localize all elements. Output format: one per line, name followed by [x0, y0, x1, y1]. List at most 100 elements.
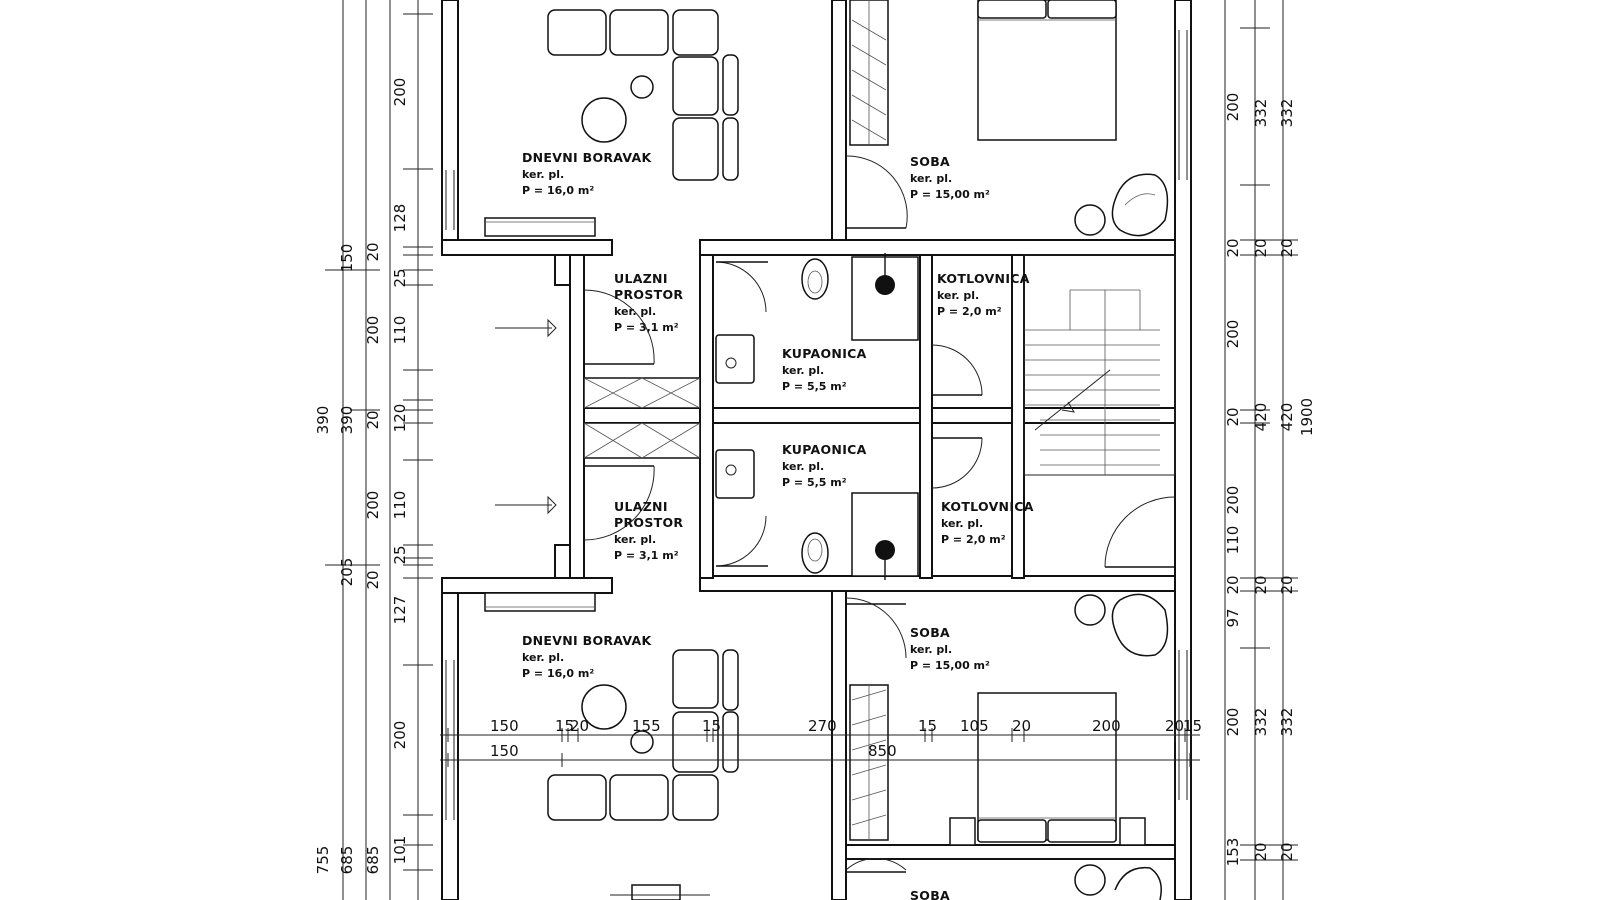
dim-label: 332 — [1252, 708, 1270, 737]
dim-label: 150 — [490, 717, 519, 735]
dim-label: 332 — [1278, 708, 1296, 737]
room-name: KOTLOVNICA — [941, 499, 1034, 514]
dim-label: 200 — [391, 78, 409, 107]
dim-label: 25 — [391, 268, 409, 287]
room-name: KOTLOVNICA — [937, 271, 1030, 286]
room-floor: ker. pl. — [782, 460, 824, 473]
dim-label: 420 — [1252, 403, 1270, 432]
room-label-soba-cut: SOBA — [910, 888, 950, 900]
wardrobe-bottom — [849, 684, 889, 841]
bed-bottom — [949, 692, 1146, 846]
dim-label: 155 — [632, 717, 661, 735]
dim-label: 420 — [1278, 403, 1296, 432]
dim-label: 332 — [1252, 99, 1270, 128]
room-name-2: PROSTOR — [614, 515, 683, 530]
room-floor: ker. pl. — [910, 172, 952, 185]
dim-label: 150 — [490, 742, 519, 760]
room-label-ulaz-top: ULAZNI PROSTOR ker. pl. P = 3,1 m² — [614, 271, 683, 334]
room-label-living-bottom: DNEVNI BORAVAK ker. pl. P = 16,0 m² — [522, 633, 652, 680]
room-label-soba-bottom: SOBA ker. pl. P = 15,00 m² — [910, 625, 990, 672]
dim-label: 101 — [391, 836, 409, 865]
room-name: KUPAONICA — [782, 442, 867, 457]
dim-label: 110 — [391, 491, 409, 520]
dimension-labels: 390 755 390 685 200 200 20 685 200 128 1… — [314, 78, 1316, 875]
dim-label: 20 — [1252, 575, 1270, 594]
dimension-lines — [325, 0, 1298, 900]
room-name-2: PROSTOR — [614, 287, 683, 302]
dim-label: 200 — [364, 491, 382, 520]
room-name: KUPAONICA — [782, 346, 867, 361]
dim-label: 20 — [1278, 238, 1296, 257]
dim-label: 20 — [364, 570, 382, 589]
dim-label: 200 — [364, 316, 382, 345]
dim-label: 120 — [391, 404, 409, 433]
dim-label: 110 — [391, 316, 409, 345]
wardrobe-top — [849, 0, 889, 146]
entrance-arrows — [495, 318, 557, 515]
dim-label: 97 — [1224, 608, 1242, 627]
bed-top — [977, 0, 1117, 141]
dim-label: 200 — [1224, 708, 1242, 737]
room-area: P = 15,00 m² — [910, 659, 990, 672]
dim-label: 25 — [391, 545, 409, 564]
dim-label: 200 — [1224, 486, 1242, 515]
dim-label: 20 — [1252, 842, 1270, 861]
dim-label: 1900 — [1298, 398, 1316, 436]
dim-label: 390 — [338, 406, 356, 435]
dim-label: 20 — [364, 242, 382, 261]
dim-label: 110 — [1224, 526, 1242, 555]
room-area: P = 15,00 m² — [910, 188, 990, 201]
armchair-top — [1074, 173, 1169, 237]
dim-label: 20 — [1224, 407, 1242, 426]
dim-label: 20 — [1278, 842, 1296, 861]
dim-label: 15 — [702, 717, 721, 735]
dim-label: 20 — [1224, 238, 1242, 257]
dim-label: 105 — [960, 717, 989, 735]
room-floor: ker. pl. — [910, 643, 952, 656]
room-area: P = 2,0 m² — [937, 305, 1002, 318]
dim-label: 150 — [338, 244, 356, 273]
dim-label: 200 — [391, 721, 409, 750]
room-area: P = 16,0 m² — [522, 184, 594, 197]
dim-label: 153 — [1224, 838, 1242, 867]
dim-label: 755 — [314, 846, 332, 875]
room-label-kotlovnica-top: KOTLOVNICA ker. pl. P = 2,0 m² — [937, 271, 1030, 318]
dim-label: 20 — [1278, 575, 1296, 594]
room-name: ULAZNI — [614, 499, 668, 514]
room-area: P = 2,0 m² — [941, 533, 1006, 546]
dim-label: 20 — [1224, 575, 1242, 594]
room-label-kupaonica-top: KUPAONICA ker. pl. P = 5,5 m² — [782, 346, 867, 393]
room-name: ULAZNI — [614, 271, 668, 286]
room-name: SOBA — [910, 888, 950, 900]
room-name: SOBA — [910, 625, 950, 640]
room-label-kupaonica-bottom: KUPAONICA ker. pl. P = 5,5 m² — [782, 442, 867, 489]
dim-label: 390 — [314, 406, 332, 435]
room-floor: ker. pl. — [522, 168, 564, 181]
room-label-living-top: DNEVNI BORAVAK ker. pl. P = 16,0 m² — [522, 150, 652, 197]
entry-wardrobes — [583, 377, 701, 459]
room-label-kotlovnica-bottom: KOTLOVNICA ker. pl. P = 2,0 m² — [941, 499, 1034, 546]
dim-label: 332 — [1278, 99, 1296, 128]
dim-label: 20 — [1012, 717, 1031, 735]
room-area: P = 5,5 m² — [782, 476, 847, 489]
sofa-top — [484, 9, 739, 237]
room-floor: ker. pl. — [522, 651, 564, 664]
sofa-bottom — [484, 592, 739, 900]
room-area: P = 3,1 m² — [614, 549, 679, 562]
bathroom-bottom-fixtures — [715, 449, 919, 580]
room-name: SOBA — [910, 154, 950, 169]
dim-label: 205 — [338, 558, 356, 587]
dim-label: 850 — [868, 742, 897, 760]
dim-label: 128 — [391, 204, 409, 233]
dim-label: 15 — [918, 717, 937, 735]
door-swings — [583, 155, 1176, 873]
dim-label: 20 — [1165, 717, 1184, 735]
bathroom-top-fixtures — [715, 253, 919, 384]
dim-label: 685 — [364, 846, 382, 875]
room-label-soba-top: SOBA ker. pl. P = 15,00 m² — [910, 154, 990, 201]
staircase — [1023, 254, 1176, 476]
room-area: P = 16,0 m² — [522, 667, 594, 680]
room-area: P = 5,5 m² — [782, 380, 847, 393]
dim-label: 200 — [1224, 93, 1242, 122]
